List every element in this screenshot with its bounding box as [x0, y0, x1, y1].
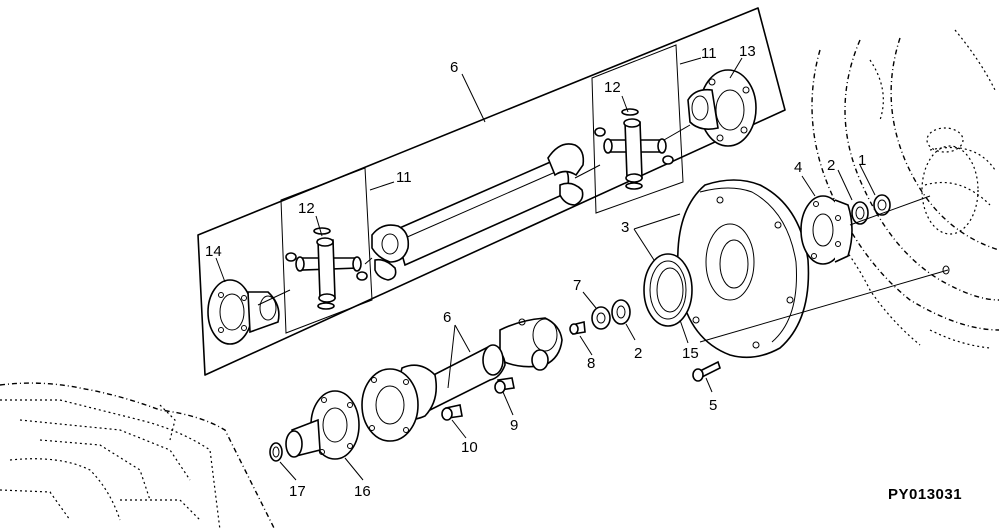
callout-leader-lines	[215, 57, 876, 481]
callout-6: 6	[450, 59, 458, 76]
lower-drive-shaft-icon	[361, 317, 563, 442]
transmission-housing-icon	[0, 382, 276, 530]
callout-11: 11	[701, 45, 717, 62]
callout-15: 15	[682, 345, 699, 362]
universal-joint-icon	[594, 108, 674, 190]
seal-ring-icon	[643, 253, 693, 327]
callout-9: 9	[510, 417, 518, 434]
callout-17: 17	[289, 483, 306, 500]
callout-12: 12	[298, 200, 315, 217]
callout-12: 12	[604, 79, 621, 96]
callout-6: 6	[443, 309, 451, 326]
bolt-icon	[692, 360, 721, 382]
callout-7: 7	[573, 277, 581, 294]
callout-3: 3	[621, 219, 629, 236]
flange-yoke-icon	[687, 69, 757, 147]
callout-13: 13	[739, 43, 756, 60]
washer-icon	[569, 299, 631, 335]
callout-1: 1	[858, 152, 866, 169]
callout-11: 11	[396, 169, 412, 186]
engine-flywheel-housing-icon	[811, 29, 999, 349]
assembly-axis-lines	[257, 124, 950, 343]
callout-10: 10	[461, 439, 478, 456]
input-flange-icon	[269, 390, 360, 462]
coupling-plate-icon	[800, 194, 891, 265]
flange-yoke-icon	[207, 279, 280, 345]
callout-16: 16	[354, 483, 371, 500]
flywheel-icon	[677, 179, 810, 359]
callout-5: 5	[709, 397, 717, 414]
callout-2: 2	[827, 157, 835, 174]
callout-labels: 1 2 2 3 4 5 6 6 7 8 9 10 11 11 12 12 13 …	[205, 43, 866, 500]
callout-14: 14	[205, 243, 222, 260]
drive-shaft-assembly-icon	[371, 143, 585, 281]
universal-joint-icon	[285, 227, 368, 310]
figure-reference: PY013031	[888, 486, 962, 503]
callout-2: 2	[634, 345, 642, 362]
callout-4: 4	[794, 159, 802, 176]
callout-8: 8	[587, 355, 595, 372]
